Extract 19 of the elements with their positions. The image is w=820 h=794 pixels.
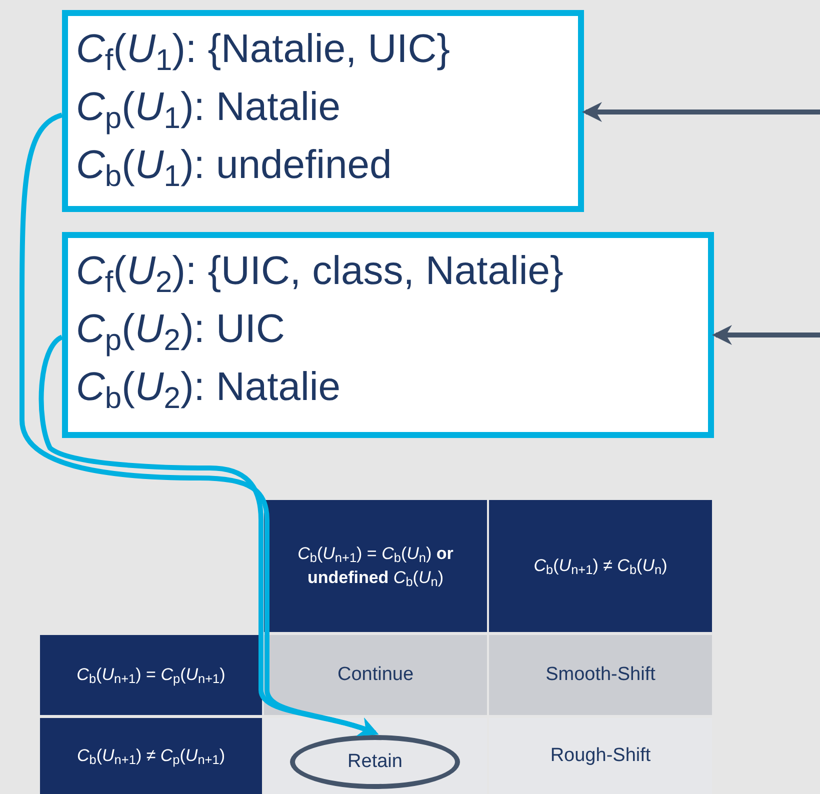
table-cell: Smooth-Shift [489, 635, 712, 715]
text-box [62, 10, 584, 212]
arrow [38, 334, 379, 737]
text-box [62, 232, 714, 438]
table-cell: C$_{b}$(U$_{n+1}$) ≠ C$_{b}$(U$_{n}$) [489, 500, 712, 632]
table-cell: Continue [264, 635, 487, 715]
text-line: C$_{f}$(U$_{1}$): {Natalie, UIC} [76, 26, 450, 78]
ellipse-highlight: Retain [290, 735, 460, 789]
table-cell: C$_{b}$(U$_{n+1}$) ≠ C$_{p}$(U$_{n+1}$) [40, 718, 262, 794]
arrow [712, 325, 820, 345]
table-cell: Rough-Shift [489, 718, 712, 794]
text-line: C$_{f}$(U$_{2}$): {UIC, class, Natalie} [76, 248, 564, 300]
table-cell: C$_{b}$(U$_{n+1}$) = C$_{b}$(U$_{n}$) or undefined C$_{b}$(U$_{n}$) [264, 500, 487, 632]
arrow [582, 102, 820, 122]
text-line: C$_{p}$(U$_{2}$): UIC [76, 306, 285, 358]
text-line: C$_{b}$(U$_{1}$): undefined [76, 142, 392, 194]
text-line: C$_{b}$(U$_{2}$): Natalie [76, 364, 341, 416]
table-cell: C$_{b}$(U$_{n+1}$) = C$_{p}$(U$_{n+1}$) [40, 635, 262, 715]
text-line: C$_{p}$(U$_{1}$): Natalie [76, 84, 341, 136]
